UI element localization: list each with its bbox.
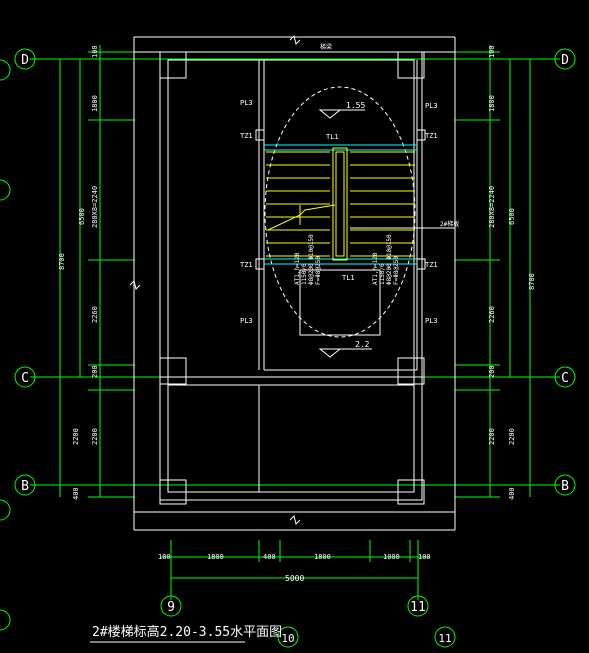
rebar-right-3: Φ8@200 Φ10@150 [386, 234, 393, 285]
drawing-title: 2#楼梯标高2.20-3.55水平面图 [92, 624, 282, 640]
dim-left-seg4: 2260 [91, 306, 99, 323]
axis-label-d-left: D [21, 53, 29, 68]
pl3-label: PL3 [425, 317, 438, 325]
dim-left-seg7: 2200 [72, 428, 80, 445]
tz1-column [255, 258, 265, 270]
axis-bubble-c-right [554, 366, 576, 388]
axis-bubble-9 [160, 595, 182, 617]
dim-left-seg5: 200 [91, 365, 99, 378]
tz1-column [416, 258, 426, 270]
rebar-left-3: Φ8@200 Φ10@150 [308, 234, 315, 285]
stair-well-inner [335, 151, 345, 257]
dim-bottom-total: 5000 [285, 574, 304, 583]
axis-label-d-right: D [561, 53, 569, 68]
dim-bottom-seg6: 100 [418, 553, 431, 561]
break-mark [289, 35, 301, 45]
cutting-ellipse [264, 86, 416, 338]
stair-enclosure-inner [167, 59, 415, 493]
rebar-left-1: AT1,h=120 [294, 252, 301, 285]
dim-left-seg8: 400 [72, 487, 80, 500]
elev-low: 2.2 [355, 340, 370, 349]
axis-bubble-11 [407, 595, 429, 617]
pl3-label: PL3 [240, 99, 253, 107]
tz1-label: TZ1 [240, 132, 253, 140]
dim-right-seg5: 200 [488, 365, 496, 378]
stair-enclosure [159, 51, 423, 501]
dim-right-seg6: 2200 [488, 428, 496, 445]
landing [299, 269, 381, 336]
dim-bottom-seg1: 100 [158, 553, 171, 561]
axis-label-b-left: B [21, 479, 29, 494]
dim-right-outer: 8700 [528, 273, 536, 290]
elev-marker-low [318, 348, 342, 358]
dim-left-seg2: 1800 [91, 95, 99, 112]
column [397, 479, 425, 505]
dim-bottom-seg2: 1800 [207, 553, 224, 561]
dim-left-seg3: 280X8=2240 [91, 186, 99, 228]
axis-label-11: 11 [410, 600, 426, 615]
axis-bubble-d-right [554, 48, 576, 70]
axis-label-c-left: C [21, 371, 29, 386]
axis-label-b-right: B [561, 479, 569, 494]
dim-bottom-seg5: 1000 [383, 553, 400, 561]
axis-label-11b: 11 [438, 632, 451, 645]
axis-bubble-b-right [554, 474, 576, 496]
dim-right-seg3: 280X8=2240 [488, 186, 496, 228]
column [159, 51, 187, 79]
axis-bubble-d-left [14, 48, 36, 70]
tz1-label: TZ1 [240, 261, 253, 269]
stair-well [332, 147, 348, 261]
break-line [267, 204, 336, 231]
dim-bottom-seg4: 1800 [314, 553, 331, 561]
dim-bottom-seg3: 400 [263, 553, 276, 561]
stair-note: 2#梯板 [440, 220, 459, 228]
dim-left-mid: 6500 [78, 208, 86, 225]
top-beam-label: 梯梁 [320, 43, 332, 51]
dim-left-seg1: 100 [91, 45, 99, 58]
break-mark [129, 280, 141, 290]
axis-bubble-edge3 [0, 499, 11, 521]
dim-right-seg2: 1800 [488, 95, 496, 112]
pl3-label: PL3 [425, 102, 438, 110]
dim-right-seg8: 400 [508, 487, 516, 500]
dim-right-seg4: 2260 [488, 306, 496, 323]
axis-label-9: 9 [167, 600, 175, 615]
dim-right-mid: 6500 [508, 208, 516, 225]
pl3-label: PL3 [240, 317, 253, 325]
tz1-column [416, 129, 426, 141]
rebar-right-2: 1150/6 [379, 263, 386, 285]
axis-bubble-edge4 [0, 609, 11, 631]
stair-treads [266, 151, 415, 257]
axis-bubble-c-left [14, 366, 36, 388]
column [159, 479, 187, 505]
rebar-left-2: 1150/6 [301, 263, 308, 285]
axis-label-10b: 10 [281, 632, 294, 645]
dim-left-outer: 8700 [58, 253, 66, 270]
axis-bubble-edge1 [0, 59, 11, 81]
rebar-left-4: F=Φ8@250 [315, 256, 322, 285]
column [397, 51, 425, 79]
column [159, 357, 187, 385]
dim-left-seg6: 2200 [91, 428, 99, 445]
tl1-label: TL1 [326, 133, 339, 141]
axis-bubble-10b [277, 626, 299, 648]
axis-bubble-edge2 [0, 179, 11, 201]
column [397, 357, 425, 385]
axis-bubble-b-left [14, 474, 36, 496]
break-mark [289, 515, 301, 525]
axis-bubble-11b [434, 626, 456, 648]
tz1-label: TZ1 [425, 132, 438, 140]
rebar-right-4: F=Φ8@250 [393, 256, 400, 285]
tz1-column [255, 129, 265, 141]
elev-marker-high [318, 109, 342, 119]
tz1-label: TZ1 [425, 261, 438, 269]
axis-label-c-right: C [561, 371, 569, 386]
dim-right-seg1: 100 [488, 45, 496, 58]
tl1-label: TL1 [342, 274, 355, 282]
rebar-right-1: AT1,h=120 [372, 252, 379, 285]
elev-high: 1.55 [346, 101, 365, 110]
dim-right-seg7: 2200 [508, 428, 516, 445]
